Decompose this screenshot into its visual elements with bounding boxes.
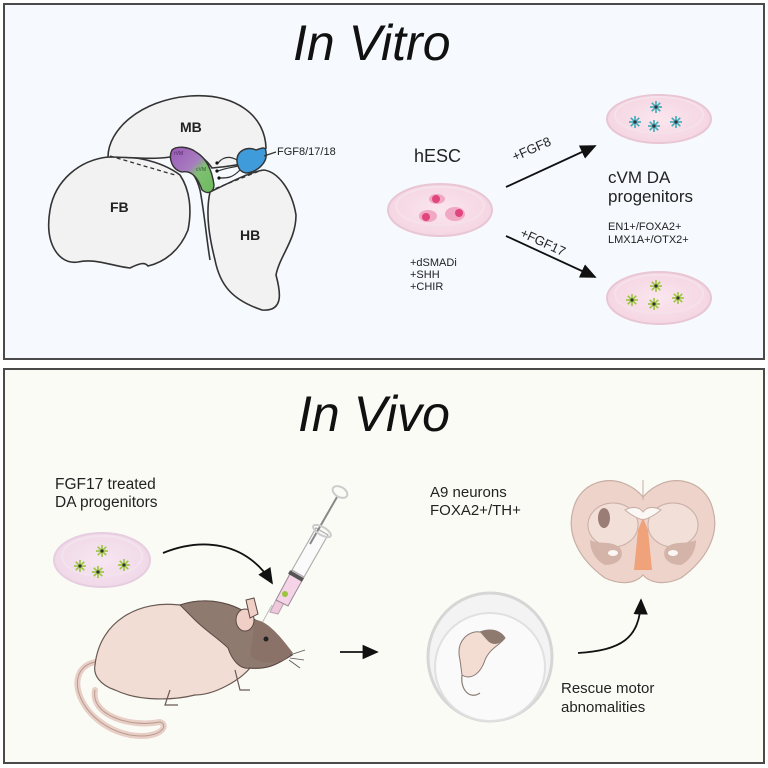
progenitor-cell xyxy=(74,560,86,572)
hesc-dish xyxy=(387,183,493,237)
hesc-label: hESC xyxy=(414,146,462,166)
source-label-line1: FGF17 treated xyxy=(55,476,156,493)
open-field-arena xyxy=(426,591,554,723)
isthmus-organizer xyxy=(236,147,267,174)
progenitor-cell xyxy=(650,101,662,113)
progenitor-cell xyxy=(648,120,660,132)
in-vivo-title: In Vivo xyxy=(298,386,450,442)
fgf8-progenitor-dish xyxy=(606,94,712,144)
to-brain-arrow xyxy=(577,598,648,654)
in-vitro-title: In Vitro xyxy=(293,15,451,71)
fgf8-arrow xyxy=(505,145,597,188)
brain-coronal-section xyxy=(570,480,716,584)
fgf17-source-cells xyxy=(74,545,130,578)
fgf17-arrow xyxy=(505,235,597,278)
progenitor-cell xyxy=(118,559,130,571)
progenitor-cell xyxy=(629,116,641,128)
behavior-label-line1: Rescue motor xyxy=(561,680,655,697)
outcome-title-line2: progenitors xyxy=(608,187,694,206)
transplant-arrow xyxy=(162,543,273,585)
outcome-markers-line1: EN1+/FOXA2+ xyxy=(608,221,682,233)
label-forebrain: FB xyxy=(110,199,129,215)
progenitor-cell xyxy=(672,292,684,304)
boundary-fb-mb xyxy=(109,155,176,176)
outcome-markers-line2: LMX1A+/OTX2+ xyxy=(608,234,689,246)
outcome-title-line1: cVM DA xyxy=(608,168,671,187)
label-fgf-signal: FGF8/17/18 xyxy=(277,146,336,158)
forebrain-shape xyxy=(47,155,191,269)
fgf8-cells xyxy=(629,101,682,132)
factor-shh: +SHH xyxy=(410,269,440,281)
fgf17-progenitor-dish xyxy=(606,271,712,325)
label-rvm: rVM xyxy=(174,151,184,157)
hindbrain-shape xyxy=(207,169,297,311)
label-cvm: cVM xyxy=(196,167,206,173)
rat-illustration xyxy=(74,597,306,739)
fgf17-source-dish xyxy=(53,532,151,588)
progenitor-cell xyxy=(96,545,108,557)
ventral-midbrain-region xyxy=(169,146,215,194)
result-label-line1: A9 neurons xyxy=(430,484,507,501)
progenitor-cell xyxy=(670,116,682,128)
progenitor-cell xyxy=(626,294,638,306)
progenitor-cell xyxy=(648,298,660,310)
label-midbrain: MB xyxy=(180,119,202,135)
source-label-line2: DA progenitors xyxy=(55,494,158,511)
factor-chir: +CHIR xyxy=(410,281,444,293)
result-label-line2: FOXA2+/TH+ xyxy=(430,502,521,519)
boundary-mb-hb xyxy=(208,169,263,192)
label-hindbrain: HB xyxy=(240,227,261,243)
fgf17-cells xyxy=(626,280,684,310)
progenitor-cell xyxy=(650,280,662,292)
behavior-label-line2: abnomalities xyxy=(561,699,646,716)
progenitor-cell xyxy=(92,566,104,578)
syringe xyxy=(261,485,349,624)
factor-dsmadi: +dSMADi xyxy=(410,257,457,269)
